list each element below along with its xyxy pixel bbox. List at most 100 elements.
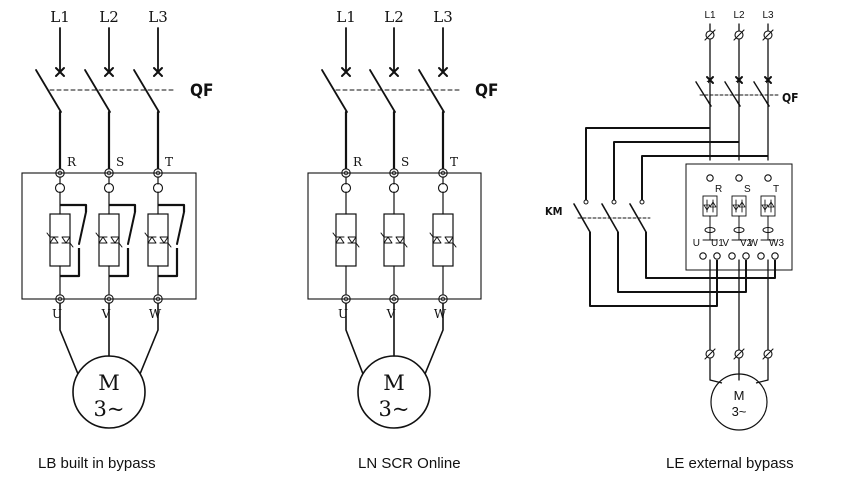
thyristor-right bbox=[347, 236, 357, 244]
phase-2-scr-left bbox=[732, 204, 740, 211]
phase-1-blade-gap bbox=[694, 82, 708, 105]
phase-1-scr-left bbox=[703, 204, 711, 211]
phase-2-output-terminal bbox=[728, 252, 736, 260]
phase-3-motor-fuse-slash bbox=[762, 348, 774, 360]
thyristor-left bbox=[49, 236, 59, 244]
input-terminal-label-3: T bbox=[773, 184, 779, 195]
phase-3-breaker-contact-b bbox=[438, 67, 448, 77]
thyristor-right bbox=[159, 236, 169, 244]
phase-3-blade-gap bbox=[752, 82, 766, 105]
phase-label-3: L3 bbox=[148, 8, 168, 26]
km-pole-1-return bbox=[589, 232, 718, 307]
phase-3-scr-pair bbox=[429, 232, 457, 248]
phase-3-scr-module bbox=[147, 213, 169, 267]
thyristor-left-gate bbox=[144, 232, 149, 238]
motor-lead-3 bbox=[755, 379, 769, 384]
caption-le-external-bypass: LE external bypass bbox=[666, 455, 794, 472]
thyristor-left-gate bbox=[380, 232, 385, 238]
thyristor-right-gate bbox=[403, 242, 408, 248]
thyristor-right bbox=[395, 236, 405, 244]
input-terminal-label-2: S bbox=[744, 184, 751, 195]
input-terminal-label-3: T bbox=[165, 155, 173, 169]
phase-label-2: L2 bbox=[384, 8, 404, 26]
contactor-label: KM bbox=[545, 205, 563, 218]
thyristor-right bbox=[110, 236, 120, 244]
phase-3-input-terminal bbox=[764, 174, 772, 182]
thyristor-left bbox=[432, 236, 442, 244]
phase-2-bypass-blade bbox=[127, 211, 136, 245]
thyristor-right-gate bbox=[452, 242, 457, 248]
breaker-label: QF bbox=[190, 81, 213, 101]
km-pole-3-contact bbox=[639, 199, 645, 205]
thyristor-left bbox=[98, 236, 108, 244]
input-terminal-label-1: R bbox=[715, 184, 722, 195]
phase-1-breaker-contact-b bbox=[55, 67, 65, 77]
km-pole-2-return bbox=[617, 232, 747, 293]
phase-2-scr-module bbox=[383, 213, 405, 267]
km-pole-1-blade bbox=[573, 203, 591, 233]
phase-3-breaker-blade bbox=[418, 69, 445, 113]
phase-1-bypass-bottom bbox=[60, 248, 81, 278]
phase-2-bypass-top bbox=[109, 203, 137, 212]
phase-3-scr-left bbox=[761, 204, 769, 211]
phase-2-scr-module bbox=[98, 213, 120, 267]
phase-2-fuse-slash bbox=[733, 29, 745, 41]
phase-1-output-terminal bbox=[699, 252, 707, 260]
phase-1-scr-pair bbox=[332, 232, 360, 248]
soft-starter-enclosure bbox=[685, 163, 793, 271]
phase-label-1: L1 bbox=[50, 8, 70, 26]
thyristor-left bbox=[335, 236, 345, 244]
input-terminal-label-1: R bbox=[67, 155, 77, 169]
motor-lead-1 bbox=[709, 379, 723, 384]
thyristor-right-gate bbox=[355, 242, 360, 248]
phase-3-scr-right bbox=[767, 201, 775, 208]
output-terminal-label-4: V2 bbox=[740, 238, 753, 249]
phase-3-bypass-output-terminal bbox=[771, 252, 779, 260]
phase-2-breaker-blade bbox=[369, 69, 396, 113]
km-pole-2-contact bbox=[611, 199, 617, 205]
phase-3-scr-pair bbox=[144, 232, 172, 248]
output-terminal-label-3: W bbox=[149, 307, 162, 321]
phase-2-scr-pair bbox=[380, 232, 408, 248]
phase-2-blade-gap bbox=[723, 82, 737, 105]
thyristor-left-gate bbox=[429, 232, 434, 238]
phase-3-scr-module bbox=[432, 213, 454, 267]
input-terminal-label-2: S bbox=[116, 155, 124, 169]
output-terminal-label-3: W bbox=[434, 307, 447, 321]
phase-2-bypass-bottom bbox=[109, 248, 130, 278]
phase-2-breaker-blade-line bbox=[724, 81, 741, 107]
phase-3-breaker-contact-b bbox=[153, 67, 163, 77]
phase-2-scr-pair bbox=[95, 232, 123, 248]
phase-1-input-fuse-link bbox=[340, 182, 352, 194]
phase-1-motor-fuse-slash bbox=[704, 348, 716, 360]
phase-1-breaker-contact-b bbox=[341, 67, 351, 77]
phase-1-scr-pair bbox=[46, 232, 74, 248]
phase-3-output-terminal bbox=[757, 252, 765, 260]
phase-3-input-fuse-link bbox=[152, 182, 164, 194]
phase-1-breaker-blade bbox=[321, 69, 348, 113]
phase-2-breaker-blade bbox=[84, 69, 111, 113]
phase-3-bypass-bottom bbox=[158, 248, 179, 278]
output-terminal-label-1: U bbox=[693, 238, 700, 249]
input-terminal-label-1: R bbox=[353, 155, 363, 169]
phase-1-breaker-blade bbox=[35, 69, 62, 113]
soft-starter-enclosure bbox=[307, 172, 482, 300]
phase-label-2: L2 bbox=[733, 10, 745, 21]
km-pole-3-supply bbox=[641, 155, 768, 200]
km-pole-1-supply bbox=[585, 127, 710, 200]
phase-3-to-motor bbox=[424, 303, 444, 375]
phase-3-breaker-blade bbox=[133, 69, 160, 113]
phase-2-scr-right bbox=[738, 201, 746, 208]
output-terminal-label-2: U1 bbox=[711, 238, 724, 249]
motor-label: M bbox=[383, 371, 405, 395]
thyristor-right-gate bbox=[69, 242, 74, 248]
thyristor-left bbox=[383, 236, 393, 244]
km-pole-2-supply bbox=[613, 141, 739, 200]
phase-1-to-motor bbox=[345, 303, 364, 375]
motor-label: M bbox=[734, 388, 745, 403]
phase-3-input-fuse-link bbox=[437, 182, 449, 194]
thyristor-left-gate bbox=[46, 232, 51, 238]
phase-1-bypass-top bbox=[60, 203, 88, 212]
